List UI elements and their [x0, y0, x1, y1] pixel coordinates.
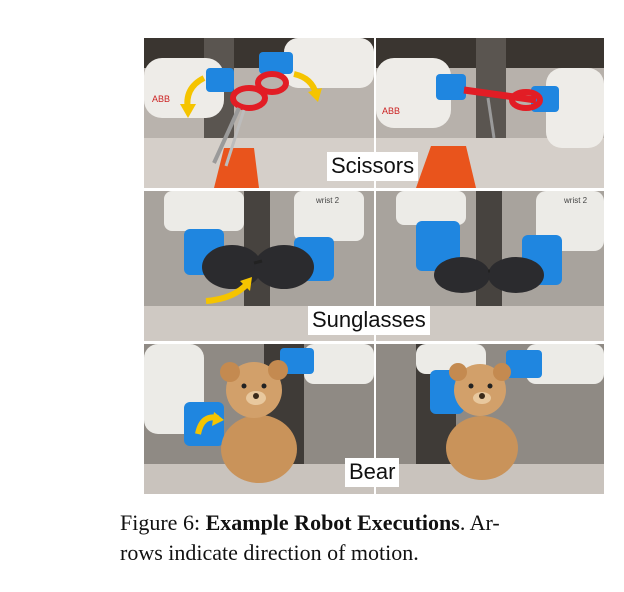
bear-before-image: [144, 344, 374, 494]
row-label-bear: Bear: [345, 458, 400, 487]
svg-text:ABB: ABB: [382, 106, 400, 116]
caption-title: Example Robot Executions: [205, 510, 460, 535]
caption-prefix: Figure 6:: [120, 510, 201, 535]
svg-text:wrist 2: wrist 2: [563, 196, 588, 205]
scissors-before-image: ABB: [144, 38, 374, 188]
brand-text: ABB: [152, 94, 170, 104]
robot-executions-figure: ABB ABB: [144, 38, 604, 494]
wrist-label: wrist 2: [315, 196, 340, 205]
sunglasses-before-image: wrist 2: [144, 191, 374, 341]
caption-line1-rest: . Ar-: [459, 510, 500, 535]
caption-line-2: rows indicate direction of motion.: [120, 540, 419, 565]
row-label-sunglasses: Sunglasses: [308, 306, 430, 335]
caption-line-1: Figure 6: Example Robot Executions. Ar-: [120, 508, 624, 538]
bear-after-image: [376, 344, 604, 494]
row-label-scissors: Scissors: [327, 152, 419, 181]
figure-caption: Figure 6: Example Robot Executions. Ar- …: [120, 508, 624, 568]
